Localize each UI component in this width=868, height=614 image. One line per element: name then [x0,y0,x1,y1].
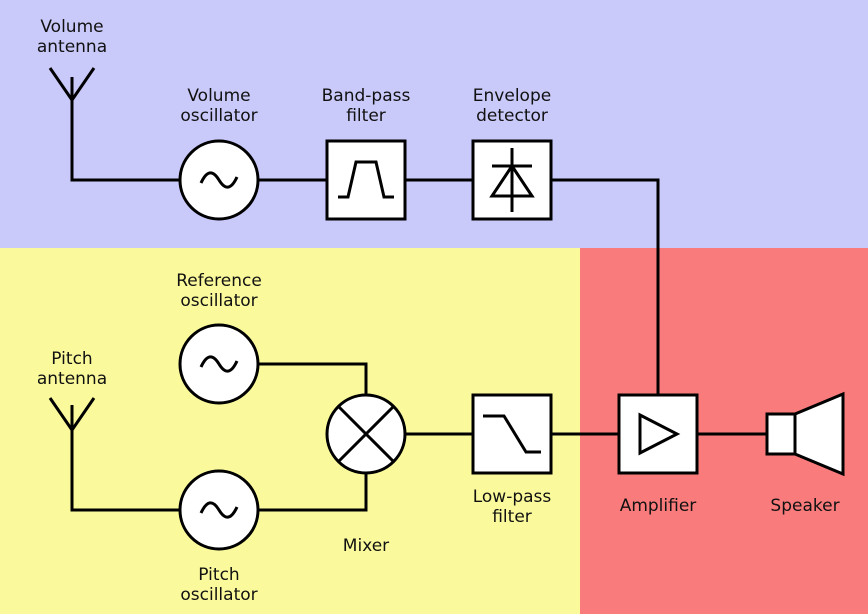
reference-oscillator-label-line2: oscillator [180,291,257,311]
envelope-detector-icon [471,139,553,221]
volume-antenna-label-line1: Volume [40,17,103,37]
speaker-icon [765,391,845,477]
low-pass-label-line1: Low-pass [473,487,552,507]
volume-oscillator-label-line1: Volume [187,86,250,106]
wires [70,77,767,512]
volume-oscillator-label-line2: oscillator [180,106,257,126]
amplifier-label: Amplifier [620,496,697,516]
band-pass-label-line2: filter [346,106,386,126]
pitch-oscillator-icon [178,469,260,551]
low-pass-filter-icon [471,393,553,475]
pitch-antenna-icon [48,397,96,431]
amplifier-icon [617,393,699,475]
pitch-oscillator-label-line2: oscillator [180,585,257,605]
labels: Volume antenna Volume oscillator Band-pa… [37,17,840,605]
pitch-antenna-label-line1: Pitch [51,349,92,369]
envelope-detector-label-line1: Envelope [473,86,551,106]
mixer-icon [325,393,407,475]
envelope-detector-label-line2: detector [476,106,548,126]
volume-antenna-label-line2: antenna [37,37,107,57]
pitch-oscillator-label-line1: Pitch [198,565,239,585]
speaker-label: Speaker [770,496,839,516]
reference-oscillator-icon [178,323,260,405]
band-pass-label-line1: Band-pass [322,86,411,106]
mixer-label: Mixer [343,536,389,556]
low-pass-label-line2: filter [492,507,532,527]
volume-antenna-icon [48,67,96,101]
volume-region [0,0,868,248]
band-pass-filter-icon [325,139,407,221]
reference-oscillator-label-line1: Reference [176,271,262,291]
volume-oscillator-icon [178,139,260,221]
pitch-antenna-label-line2: antenna [37,369,107,389]
